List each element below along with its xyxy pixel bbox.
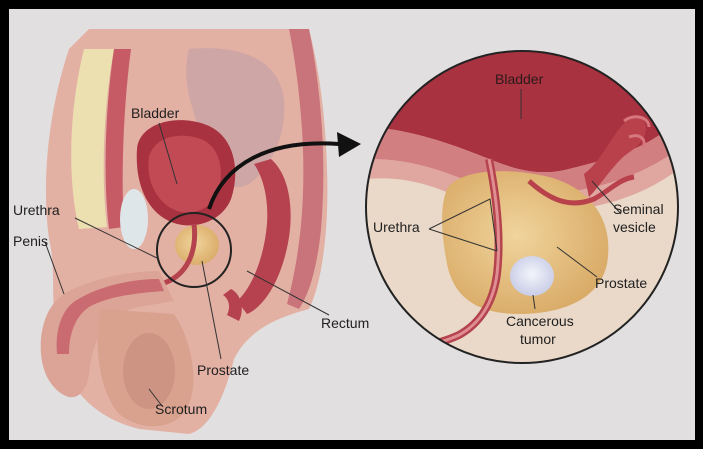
label-bladder-left: Bladder: [131, 105, 179, 121]
label-penis: Penis: [13, 233, 48, 249]
anatomy-illustration: [9, 9, 695, 440]
label-tumor-line1: Cancerous: [506, 313, 574, 329]
testis: [123, 333, 175, 409]
label-urethra-zoom: Urethra: [373, 219, 420, 235]
label-seminal-vesicle-line1: Seminal: [613, 201, 664, 217]
label-tumor-line2: tumor: [520, 331, 556, 347]
label-seminal-vesicle-line2: vesicle: [613, 219, 656, 235]
pubic-bone: [120, 189, 148, 249]
label-scrotum: Scrotum: [155, 401, 207, 417]
label-urethra-left: Urethra: [13, 202, 60, 218]
label-prostate-left: Prostate: [197, 362, 249, 378]
sagittal-view: [41, 29, 328, 434]
label-bladder-zoom: Bladder: [495, 71, 543, 87]
illustration-panel: Bladder Urethra Penis Rectum Prostate Sc…: [9, 9, 695, 440]
label-rectum: Rectum: [321, 315, 369, 331]
label-prostate-zoom: Prostate: [595, 275, 647, 291]
zoom-tumor: [510, 256, 554, 296]
